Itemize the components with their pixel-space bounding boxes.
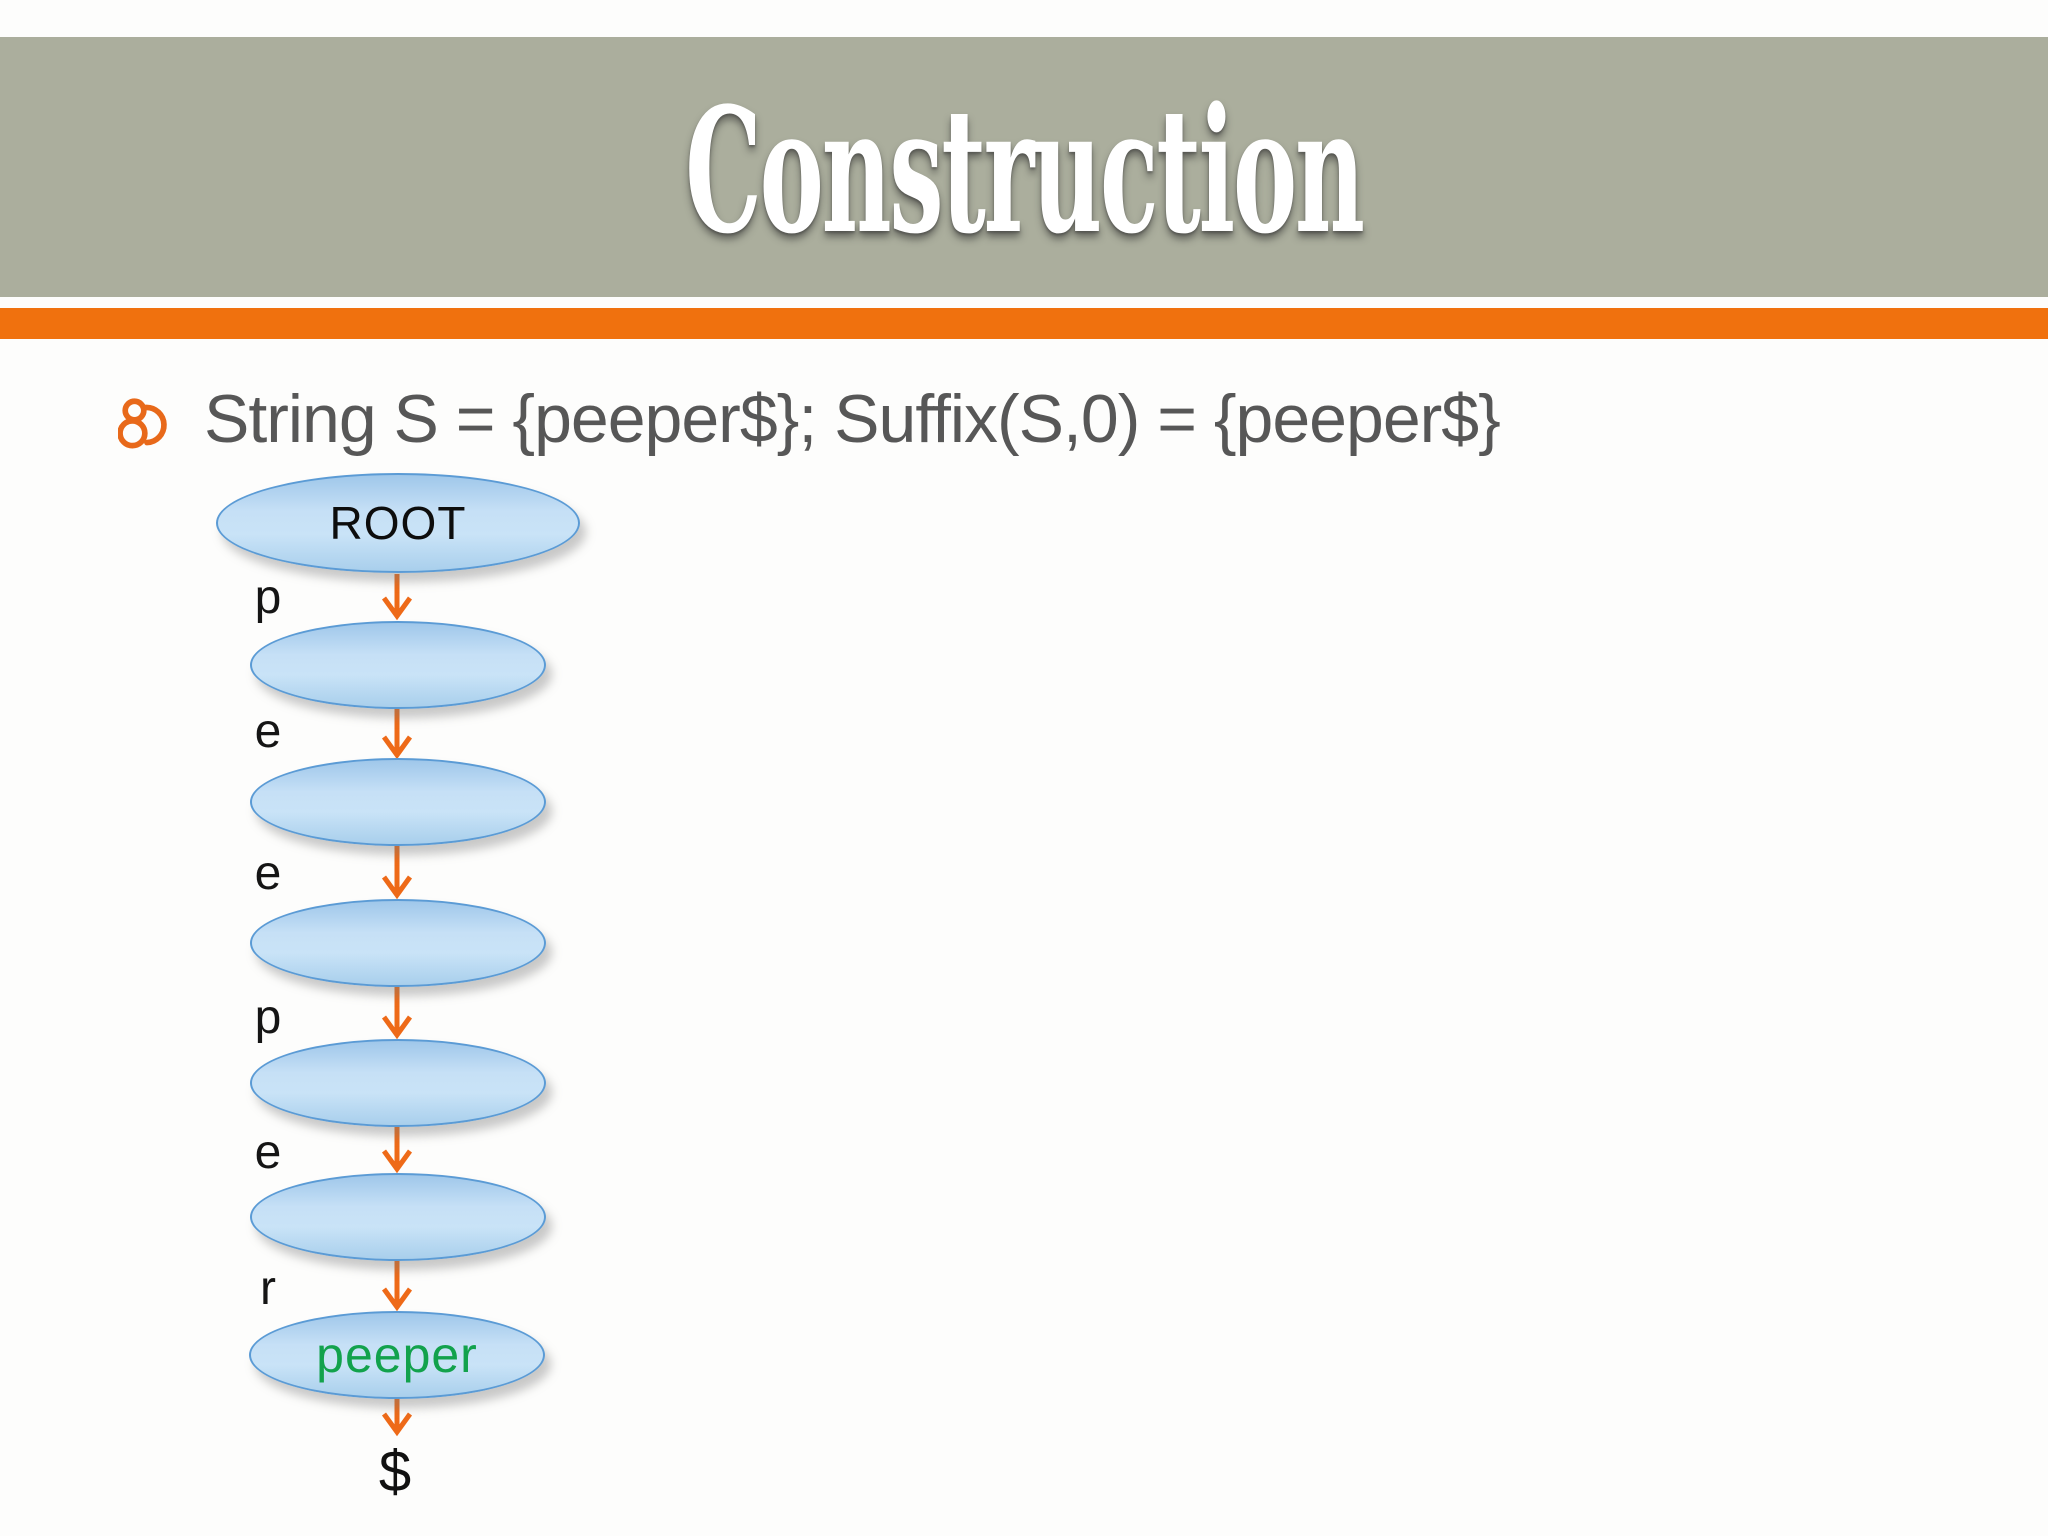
tree-node-5 (250, 1173, 546, 1261)
ornament-bullet-icon (117, 394, 182, 456)
bullet-text: String S = {peeper$}; Suffix(S,0) = {pee… (204, 381, 1501, 457)
edge-label-p1: p (254, 571, 282, 624)
slide-title: Construction (685, 68, 1365, 272)
tree-node-4 (250, 1039, 546, 1127)
tree-node-2 (250, 758, 546, 846)
edge-label-p2: p (254, 991, 282, 1044)
edge-label-e3: e (254, 1126, 282, 1179)
leaf-label: peeper (316, 1327, 478, 1383)
edge-label-e2: e (254, 847, 282, 900)
tree-node-1 (250, 621, 546, 709)
bullet-row: String S = {peeper$}; Suffix(S,0) = {pee… (117, 380, 1501, 458)
title-band: Construction (0, 37, 2048, 297)
tree-node-leaf: peeper (249, 1311, 545, 1399)
edge-label-r: r (260, 1262, 276, 1315)
edge-label-e1: e (254, 705, 282, 758)
tree-node-3 (250, 899, 546, 987)
terminal-dollar-label: $ (378, 1439, 412, 1504)
root-label: ROOT (329, 497, 467, 549)
tree-node-root: ROOT (216, 473, 580, 573)
accent-stripe (0, 308, 2048, 339)
